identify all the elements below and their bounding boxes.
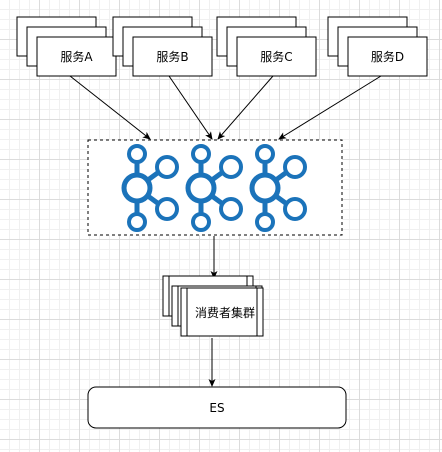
consumer-cluster[interactable]: 消费者集群 <box>162 275 264 337</box>
service-card-front <box>236 36 317 77</box>
service-c-node[interactable]: 服务C <box>216 16 317 77</box>
edges <box>69 75 382 387</box>
edge-service-b-to-broker <box>168 75 213 140</box>
edge-service-a-to-broker <box>69 75 151 140</box>
service-label: 服务B <box>156 49 188 64</box>
service-card-front <box>132 36 213 77</box>
service-label: 服务A <box>60 49 93 64</box>
es-node[interactable]: ES <box>87 386 347 429</box>
es-box <box>87 386 347 429</box>
broker-cluster[interactable] <box>87 139 343 236</box>
service-d-node[interactable]: 服务D <box>327 16 428 77</box>
service-label: 服务D <box>371 49 404 64</box>
consumer-card-front <box>180 287 264 337</box>
service-a-node[interactable]: 服务A <box>16 16 117 77</box>
es-label: ES <box>209 401 224 415</box>
consumer-label: 消费者集群 <box>195 305 255 320</box>
edge-service-d-to-broker <box>278 75 382 140</box>
service-label: 服务C <box>260 49 292 64</box>
edge-service-c-to-broker <box>217 75 274 140</box>
service-b-node[interactable]: 服务B <box>112 16 213 77</box>
service-card-front <box>347 36 428 77</box>
service-card-front <box>36 36 117 77</box>
